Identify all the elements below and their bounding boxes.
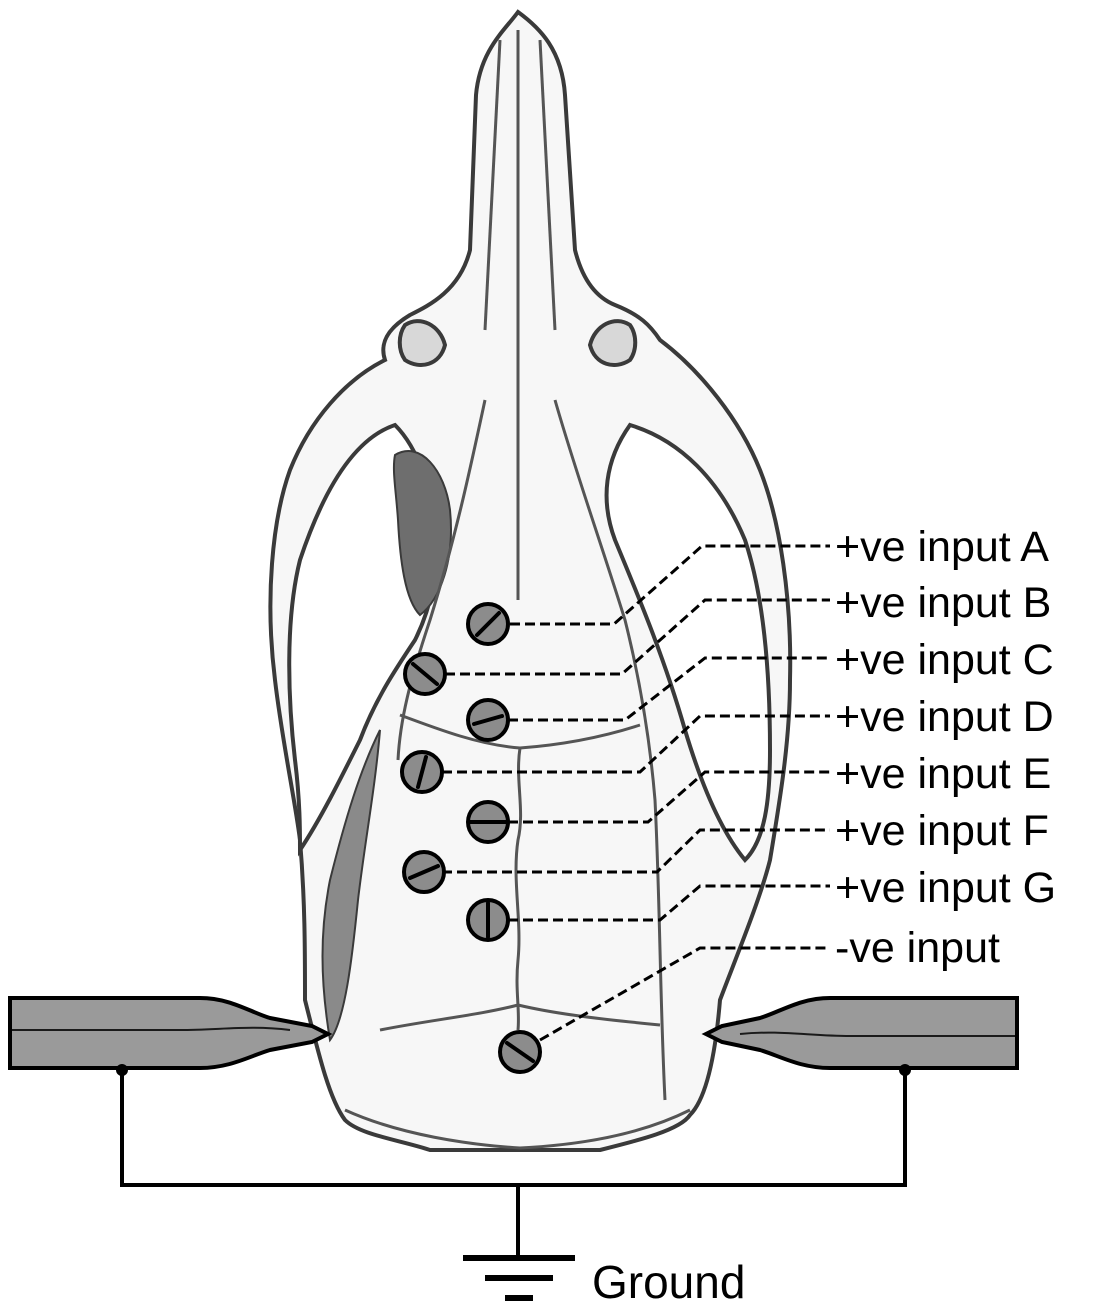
screw-negative — [500, 1032, 540, 1072]
left-ear-bar — [10, 998, 328, 1068]
screw-c — [468, 700, 508, 740]
ground-label: Ground — [592, 1256, 745, 1305]
label-input-e: +ve input E — [835, 750, 1051, 798]
screw-f — [404, 852, 444, 892]
label-input-c: +ve input C — [835, 636, 1054, 684]
skull-illustration — [270, 12, 790, 1150]
electrode-labels: +ve input A +ve input B +ve input C +ve … — [835, 523, 1056, 972]
label-input-b: +ve input B — [835, 579, 1051, 627]
label-negative-input: -ve input — [835, 924, 1000, 972]
screw-g — [468, 900, 508, 940]
label-input-d: +ve input D — [835, 693, 1054, 741]
label-input-g: +ve input G — [835, 864, 1056, 912]
screw-e — [468, 802, 508, 842]
screw-d — [402, 752, 442, 792]
screw-b — [405, 654, 445, 694]
label-input-a: +ve input A — [835, 523, 1049, 571]
screw-a — [468, 604, 508, 644]
label-input-f: +ve input F — [835, 807, 1049, 855]
